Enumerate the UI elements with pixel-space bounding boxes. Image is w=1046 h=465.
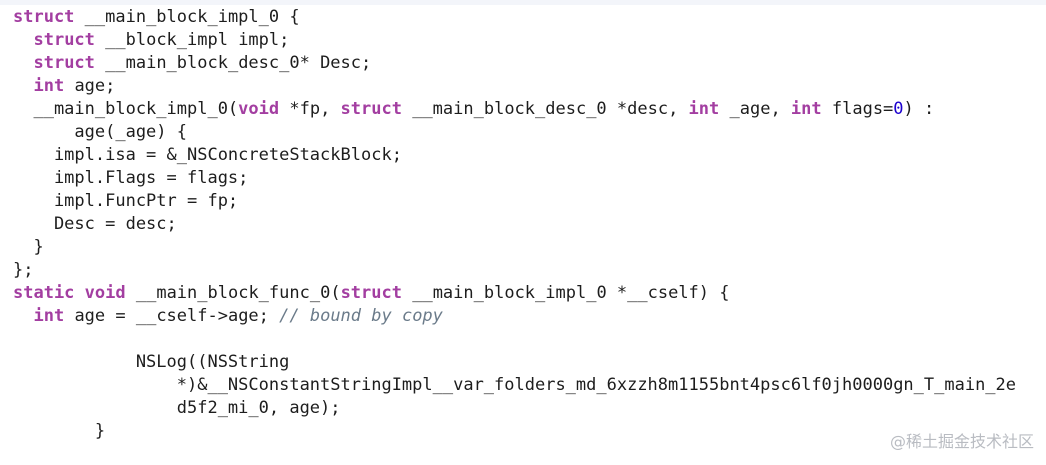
plain-token: impl.FuncPtr = fp; (13, 191, 239, 211)
watermark: @稀土掘金技术社区 (889, 432, 1034, 451)
plain-token: __main_block_desc_0 *desc, (401, 99, 689, 119)
code-line: struct __main_block_desc_0* Desc; (13, 52, 1016, 75)
keyword-token: struct (340, 283, 402, 303)
code-line: NSLog((NSString (13, 351, 1016, 374)
plain-token: *)&__NSConstantStringImpl__var_folders_m… (13, 375, 1017, 395)
code-line: }; (13, 259, 1016, 282)
number-token: 0 (893, 99, 904, 119)
keyword-token: struct (340, 99, 402, 119)
keyword-token: void (84, 283, 126, 303)
keyword-token: int (688, 99, 720, 119)
plain-token: __main_block_impl_0 *__cself) { (401, 283, 730, 303)
plain-token: age = __cself->age; (64, 306, 280, 326)
keyword-token: void (238, 99, 280, 119)
plain-token: __main_block_desc_0* Desc; (94, 53, 372, 73)
code-line: struct __main_block_impl_0 { (13, 6, 1016, 29)
plain-token: age; (64, 76, 116, 96)
plain-token: Desc = desc; (13, 214, 177, 234)
plain-token: __main_block_impl_0 { (74, 7, 300, 27)
code-line: static void __main_block_func_0(struct _… (13, 282, 1016, 305)
keyword-token: int (33, 76, 65, 96)
code-line: *)&__NSConstantStringImpl__var_folders_m… (13, 374, 1016, 397)
plain-token: flags= (821, 99, 894, 119)
plain-token: __main_block_func_0( (125, 283, 341, 303)
code-line: int age; (13, 75, 1016, 98)
code-block: struct __main_block_impl_0 { struct __bl… (13, 6, 1016, 443)
code-line: impl.Flags = flags; (13, 167, 1016, 190)
plain-token: impl.isa = &_NSConcreteStackBlock; (13, 145, 402, 165)
plain-token: }; (13, 260, 34, 280)
code-line: __main_block_impl_0(void *fp, struct __m… (13, 98, 1016, 121)
keyword-token: int (33, 306, 65, 326)
plain-token: __main_block_impl_0( (13, 99, 239, 119)
plain-token: } (13, 421, 106, 441)
comment-token: // bound by copy (279, 306, 443, 326)
code-line: age(_age) { (13, 121, 1016, 144)
plain-token (13, 30, 33, 50)
plain-token: NSLog((NSString (13, 352, 290, 372)
plain-token: age(_age) { (13, 122, 187, 142)
plain-token: d5f2_mi_0, age); (13, 398, 341, 418)
code-line: d5f2_mi_0, age); (13, 397, 1016, 420)
code-line: } (13, 420, 1016, 443)
code-line: } (13, 236, 1016, 259)
code-line (13, 328, 1016, 351)
plain-token: _age, (719, 99, 791, 119)
plain-token (74, 283, 84, 303)
top-strip (0, 0, 1046, 5)
keyword-token: struct (33, 53, 95, 73)
plain-token (13, 76, 33, 96)
code-line: impl.isa = &_NSConcreteStackBlock; (13, 144, 1016, 167)
plain-token: *fp, (279, 99, 341, 119)
keyword-token: int (790, 99, 822, 119)
plain-token (13, 53, 33, 73)
plain-token: __block_impl impl; (94, 30, 290, 50)
code-line: int age = __cself->age; // bound by copy (13, 305, 1016, 328)
keyword-token: static (13, 283, 75, 303)
plain-token: } (13, 237, 44, 257)
plain-token: ) : (903, 99, 935, 119)
plain-token (13, 306, 33, 326)
plain-token: impl.Flags = flags; (13, 168, 249, 188)
keyword-token: struct (13, 7, 75, 27)
code-line: Desc = desc; (13, 213, 1016, 236)
keyword-token: struct (33, 30, 95, 50)
code-line: impl.FuncPtr = fp; (13, 190, 1016, 213)
code-line: struct __block_impl impl; (13, 29, 1016, 52)
